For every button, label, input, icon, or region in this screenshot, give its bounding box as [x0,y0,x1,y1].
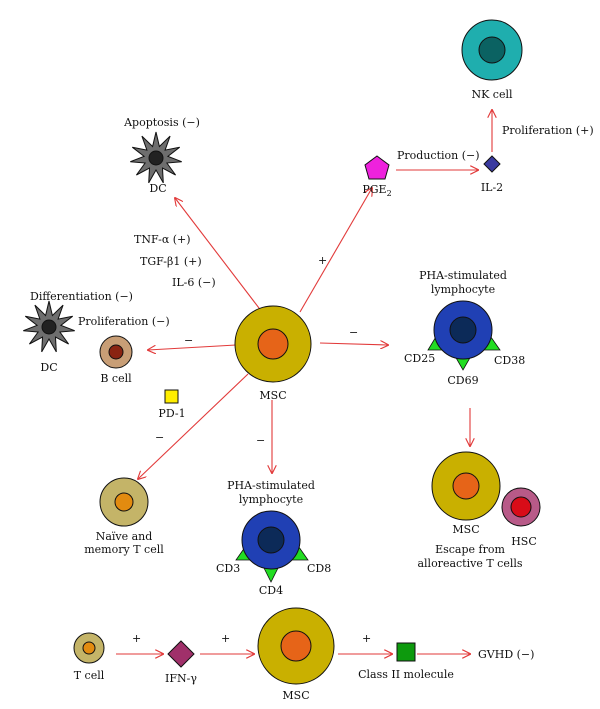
label-msc-bottom: MSC [282,689,309,702]
sign-to-naive: − [155,431,164,444]
label-il2: IL-2 [481,181,503,194]
arrow-msc-to-dc [175,198,263,313]
sign-to-pha-right: − [349,326,358,339]
label-apoptosis: Apoptosis (−) [123,116,200,129]
label-pha-right-2: lymphocyte [431,283,495,296]
sign-to-bcell: − [184,334,193,347]
label-escape-2: alloreactive T cells [417,557,522,570]
labels: NK cell Proliferation (+) IL-2 Productio… [30,88,594,702]
t-cell [73,632,105,664]
b-cell [99,335,133,369]
arrow-msc-to-pha-right [319,343,388,345]
label-il6: IL-6 (−) [172,276,216,289]
label-hsc: HSC [511,535,537,548]
pd1-marker [164,389,179,404]
label-pd1: PD-1 [158,407,185,420]
label-dc-left: DC [40,361,57,374]
sign-to-pge2: + [318,254,327,267]
label-class2: Class II molecule [358,668,454,681]
label-gvhd: GVHD (−) [478,648,534,661]
pha-lymphocyte-right [427,300,501,371]
label-msc-center: MSC [259,389,286,402]
label-cd4: CD4 [259,584,283,597]
dc-top-cell [130,131,182,184]
naive-memory-t-cell [99,477,149,527]
label-pha-right-1: PHA-stimulated [419,269,507,282]
label-differentiation: Differentiation (−) [30,290,133,303]
label-naive-2: memory T cell [84,543,164,556]
sign-to-pha-bottom: − [256,434,265,447]
dc-left-cell [23,300,75,353]
label-tcell: T cell [74,669,105,682]
ifn-gamma-marker [167,640,195,668]
label-pge2-main: PGE [362,183,386,196]
label-cd3: CD3 [216,562,240,575]
arrow-signs: + − − − − + + + [132,254,371,645]
label-cd38: CD38 [494,354,525,367]
msc-center-cell [234,305,312,383]
label-pha-bottom-2: lymphocyte [239,493,303,506]
msc-right-cell [431,451,501,521]
label-ifn: IFN-γ [165,672,197,685]
label-escape-1: Escape from [435,543,505,556]
arrow-msc-to-pge2 [299,188,372,313]
label-nk-cell: NK cell [471,88,513,101]
nk-cell [461,19,523,81]
arrow-msc-to-naive [138,373,249,479]
label-pge2: PGE2 [362,183,391,198]
label-bcell: B cell [100,372,132,385]
sign-msc-to-class2: + [362,632,371,645]
msc-bottom-cell [257,607,335,685]
label-dc-top: DC [149,182,166,195]
sign-tcell-to-ifn: + [132,632,141,645]
arrow-msc-to-bcell [148,344,237,350]
label-tgf: TGF-β1 (+) [140,255,202,268]
label-pha-bottom-1: PHA-stimulated [227,479,315,492]
label-cd25: CD25 [404,352,435,365]
label-cd8: CD8 [307,562,331,575]
label-proliferation-plus: Proliferation (+) [502,124,594,137]
label-production: Production (−) [397,149,480,162]
arrows [116,110,492,654]
sign-ifn-to-msc: + [221,632,230,645]
pge2-marker [364,155,390,180]
label-tnf: TNF-α (+) [134,233,191,246]
label-naive-1: Naïve and [96,530,153,543]
label-pge2-sub: 2 [387,189,392,198]
label-proliferation-minus: Proliferation (−) [78,315,170,328]
pha-lymphocyte-bottom [235,510,309,583]
label-cd69: CD69 [447,374,478,387]
class2-molecule-marker [396,642,416,662]
hsc-cell [501,487,541,527]
il2-marker [483,155,501,173]
label-msc-right: MSC [452,523,479,536]
